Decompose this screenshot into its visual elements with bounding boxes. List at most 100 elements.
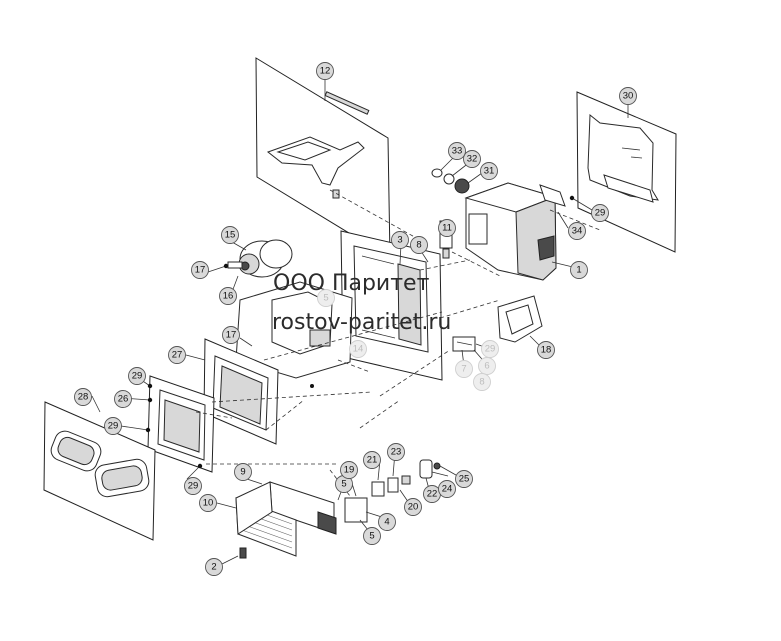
callout-22: 22 <box>423 485 441 503</box>
callout-29d: 29 <box>591 204 609 222</box>
svg-text:3: 3 <box>397 235 402 246</box>
svg-text:29: 29 <box>595 208 606 219</box>
callout-33: 33 <box>448 142 466 160</box>
svg-text:21: 21 <box>367 455 378 466</box>
svg-text:24: 24 <box>442 484 453 495</box>
vent-right <box>94 458 150 498</box>
svg-text:26: 26 <box>118 394 129 405</box>
callout-24: 24 <box>438 480 456 498</box>
callout-11: 11 <box>438 219 456 237</box>
callout-9: 9 <box>234 463 252 481</box>
panel-30 <box>576 91 677 253</box>
small-parts <box>344 336 476 523</box>
callout-17a: 17 <box>191 261 209 279</box>
svg-text:16: 16 <box>223 291 234 302</box>
watermark-site: rostov-paritet.ru <box>272 310 452 335</box>
svg-text:31: 31 <box>484 166 495 177</box>
svg-text:7: 7 <box>461 364 466 375</box>
callout-16: 16 <box>219 287 237 305</box>
svg-text:14: 14 <box>353 344 364 355</box>
svg-text:29: 29 <box>188 481 199 492</box>
svg-text:17: 17 <box>195 265 206 276</box>
panel-12 <box>255 57 391 259</box>
callout-31: 31 <box>480 162 498 180</box>
panel-27 <box>203 338 279 445</box>
callout-15: 15 <box>221 226 239 244</box>
callout-27: 27 <box>168 346 186 364</box>
callout-29e: 29 <box>481 340 499 358</box>
watermark-company: ООО Паритет <box>273 271 430 296</box>
svg-text:8: 8 <box>416 240 421 251</box>
knob-assembly <box>431 168 470 194</box>
svg-text:8: 8 <box>479 377 484 388</box>
svg-text:19: 19 <box>344 465 355 476</box>
svg-text:17: 17 <box>226 330 237 341</box>
callout-1: 1 <box>570 261 588 279</box>
svg-text:1: 1 <box>576 265 581 276</box>
callout-5c: 5 <box>317 289 335 307</box>
svg-text:5: 5 <box>323 293 328 304</box>
svg-text:20: 20 <box>408 502 419 513</box>
callout-3: 3 <box>391 231 409 249</box>
plate-18-window <box>505 304 534 335</box>
callout-26: 26 <box>114 390 132 408</box>
svg-text:2: 2 <box>211 562 216 573</box>
svg-text:29: 29 <box>485 344 496 355</box>
callout-8a: 8 <box>410 236 428 254</box>
svg-text:15: 15 <box>225 230 236 241</box>
callout-19: 19 <box>340 461 358 479</box>
svg-text:6: 6 <box>484 361 489 372</box>
svg-text:11: 11 <box>442 223 452 234</box>
svg-text:34: 34 <box>572 226 583 237</box>
panel-28 <box>43 401 156 541</box>
assembly-dashes <box>195 189 601 497</box>
fasteners <box>145 195 575 469</box>
callout-18: 18 <box>537 341 555 359</box>
svg-text:32: 32 <box>467 154 478 165</box>
svg-text:27: 27 <box>172 350 183 361</box>
callout-29a: 29 <box>128 367 146 385</box>
heat-exchanger <box>235 481 337 559</box>
callout-14: 14 <box>349 340 367 358</box>
svg-text:9: 9 <box>240 467 245 478</box>
callout-2: 2 <box>205 558 223 576</box>
callout-5b: 5 <box>363 527 381 545</box>
callout-10: 10 <box>199 494 217 512</box>
svg-text:23: 23 <box>391 447 402 458</box>
callouts: 1 2 3 4 5 5 5 6 7 8 8 9 10 11 12 14 15 1… <box>74 62 637 576</box>
svg-text:33: 33 <box>452 146 463 157</box>
svg-text:18: 18 <box>541 345 552 356</box>
callout-30: 30 <box>619 87 637 105</box>
svg-text:29: 29 <box>108 421 119 432</box>
callout-21: 21 <box>363 451 381 469</box>
svg-text:10: 10 <box>203 498 214 509</box>
svg-text:12: 12 <box>320 66 331 77</box>
svg-text:5: 5 <box>369 531 374 542</box>
svg-text:4: 4 <box>384 517 389 528</box>
callout-17b: 17 <box>222 326 240 344</box>
callout-7: 7 <box>455 360 473 378</box>
svg-text:28: 28 <box>78 392 89 403</box>
svg-text:5: 5 <box>341 479 346 490</box>
panel-3 <box>340 230 443 381</box>
callout-25: 25 <box>455 470 473 488</box>
vent-left <box>50 430 102 472</box>
callout-6: 6 <box>478 357 496 375</box>
callout-12: 12 <box>316 62 334 80</box>
callout-4: 4 <box>378 513 396 531</box>
svg-text:29: 29 <box>132 371 143 382</box>
svg-text:22: 22 <box>427 489 438 500</box>
svg-text:25: 25 <box>459 474 470 485</box>
callout-29c: 29 <box>184 477 202 495</box>
callout-28: 28 <box>74 388 92 406</box>
callout-34: 34 <box>568 222 586 240</box>
callout-29b: 29 <box>104 417 122 435</box>
callout-23: 23 <box>387 443 405 461</box>
svg-text:30: 30 <box>623 91 634 102</box>
panel-26 <box>147 375 215 473</box>
callout-32: 32 <box>463 150 481 168</box>
blower-motor <box>227 239 293 278</box>
callout-20: 20 <box>404 498 422 516</box>
